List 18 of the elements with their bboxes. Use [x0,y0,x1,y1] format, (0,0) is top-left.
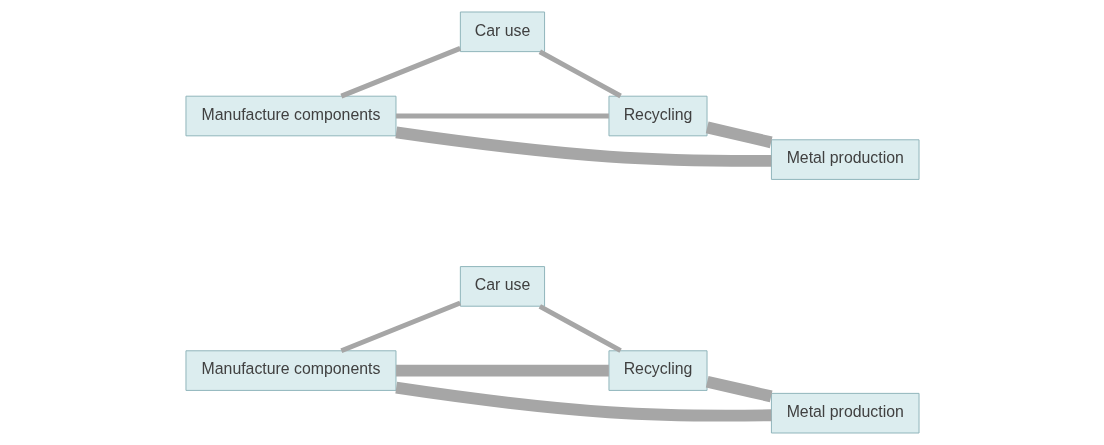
connector [395,364,609,377]
connector [394,126,771,167]
connector [339,300,461,354]
node-box: Recycling [607,350,708,391]
connector [538,49,622,99]
node-box: Car use [459,11,545,53]
connector [538,304,622,353]
node-box: Recycling [607,95,708,137]
connector [395,113,609,119]
connector [705,121,772,149]
node-box: Car use [459,266,545,307]
node-box: Metal production [770,392,920,434]
node-box: Metal production [770,139,920,180]
connector [339,46,461,99]
connector [394,381,771,422]
node-box: Manufacture components [184,95,396,137]
connector [705,375,772,403]
node-box: Manufacture components [184,350,396,391]
